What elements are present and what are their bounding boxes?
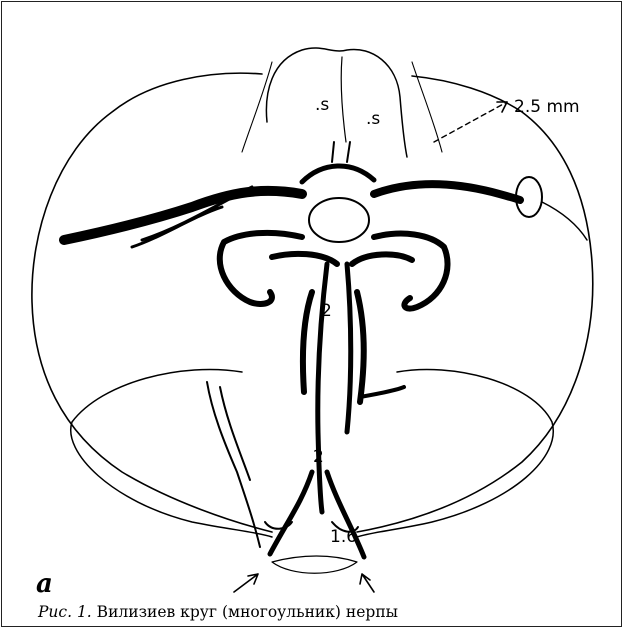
pituitary: [309, 198, 369, 242]
annotation-right-s: .s: [366, 109, 380, 129]
caption-figure-number: Рис. 1.: [38, 603, 92, 621]
right-middle-cerebral-artery: [374, 184, 520, 200]
annotation-diameter: 2.5 mm: [514, 97, 580, 117]
figure-caption: Рис. 1. Вилизиев круг (многоульник) нерп…: [38, 603, 398, 621]
arrow-left: [234, 574, 258, 592]
annotation-basilar-lower: 2: [313, 447, 324, 467]
annotation-left-s: .s: [315, 95, 329, 115]
right-pcomm-loop: [374, 234, 448, 309]
arrow-right: [360, 574, 374, 592]
panel-label: a: [36, 571, 53, 597]
pointer-line: [434, 102, 507, 142]
left-vertebral-artery: [270, 472, 312, 554]
annotation-right-vertebral: 1.6: [330, 527, 357, 547]
cerebellum: [71, 369, 554, 537]
frontal-lobes: [266, 48, 407, 157]
left-pcomm-loop: [220, 233, 302, 304]
circle-of-willis-sketch: .s .s 2.5 mm 2 2 1.6: [2, 2, 621, 594]
annotation-basilar-upper: 2: [321, 301, 332, 321]
caption-text: Вилизиев круг (многоульник) нерпы: [92, 603, 398, 621]
